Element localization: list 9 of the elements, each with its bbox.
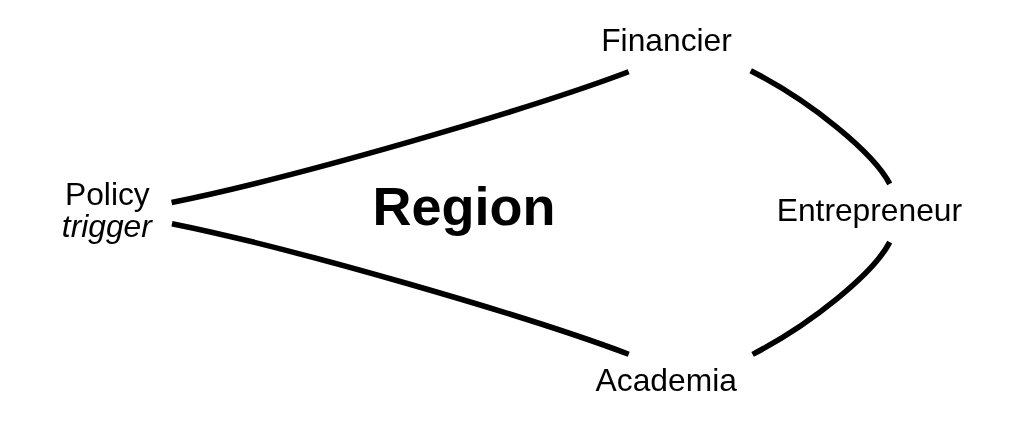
node-text: Academia — [595, 361, 737, 398]
label: Region — [371, 176, 555, 237]
node-text: Policy trigger — [61, 176, 152, 244]
connector — [170, 69, 630, 206]
node-text: Financier — [600, 21, 732, 58]
connector — [170, 220, 630, 357]
node-text: Entrepreneur — [776, 191, 962, 228]
connector — [748, 68, 892, 186]
connector — [750, 240, 892, 357]
